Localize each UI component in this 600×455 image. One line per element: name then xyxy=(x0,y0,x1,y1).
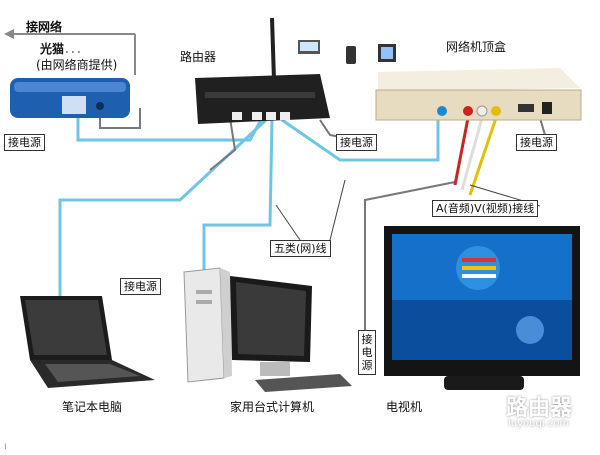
av-cables xyxy=(453,117,498,196)
corner-mark: ı xyxy=(4,441,7,452)
settop-box-device xyxy=(375,68,582,121)
cable-router-desktop xyxy=(202,119,274,278)
power-label-desktop: 接电源 xyxy=(120,278,161,295)
desktop-device xyxy=(183,267,352,392)
power-label-router: 接电源 xyxy=(336,134,377,151)
power-label-modem: 接电源 xyxy=(4,134,45,151)
modem-subtitle: (由网络商提供) xyxy=(36,58,118,72)
laptop-device xyxy=(20,296,155,388)
cat5-pointers xyxy=(275,179,346,241)
modem-title: 光猫．．． xyxy=(40,42,88,56)
desktop-label: 家用台式计算机 xyxy=(230,400,315,414)
watermark: 路由器 luyouqi.com xyxy=(462,390,592,440)
power-cables xyxy=(99,108,546,345)
router-label: 路由器 xyxy=(180,50,217,64)
modem-dots: ．．． xyxy=(64,42,89,56)
power-label-settop: 接电源 xyxy=(516,134,557,151)
wireless-devices xyxy=(298,40,396,64)
watermark-logo-icon xyxy=(462,394,496,428)
watermark-brand: 路由器 xyxy=(506,396,573,421)
laptop-label: 笔记本电脑 xyxy=(62,400,123,414)
internet-label: 接网络 xyxy=(26,20,63,34)
modem-device xyxy=(10,78,130,118)
cat5-cable-label: 五类(网)线 xyxy=(270,240,331,257)
cable-router-settop xyxy=(281,118,440,162)
tv-device xyxy=(384,226,580,390)
settop-label: 网络机顶盒 xyxy=(446,40,507,54)
modem-name: 光猫 xyxy=(40,42,65,56)
tv-label: 电视机 xyxy=(386,400,423,414)
router-device xyxy=(195,17,330,124)
watermark-domain: luyouqi.com xyxy=(508,418,570,429)
internet-arrow xyxy=(4,29,136,75)
power-label-tv: 接电源 xyxy=(358,330,376,375)
av-cable-label: A(音频)V(视频)接线 xyxy=(432,200,539,217)
ethernet-cables xyxy=(58,117,440,300)
